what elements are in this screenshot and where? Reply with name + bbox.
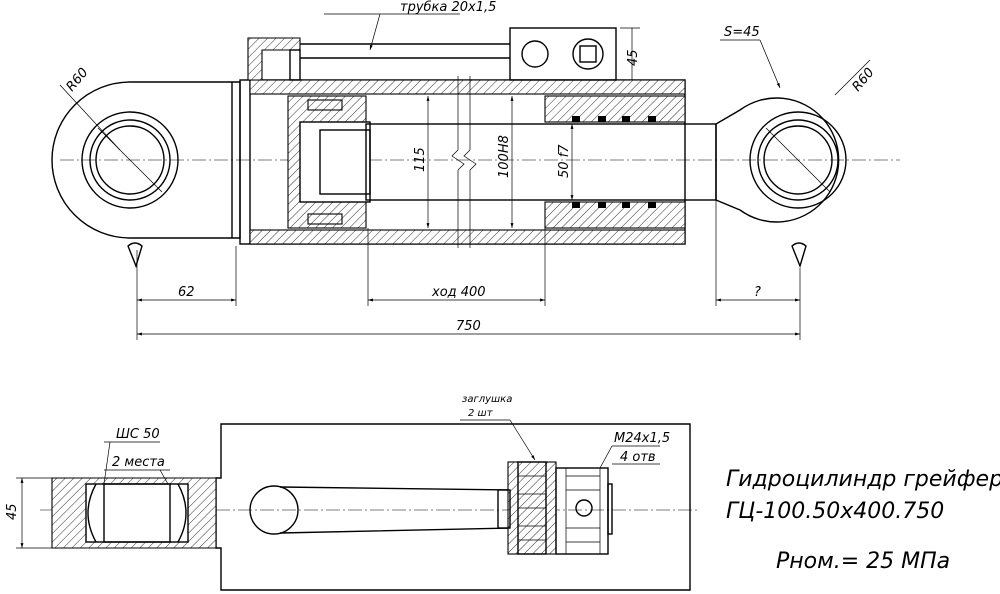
dim-50f7-label: 50 f7: [557, 144, 572, 178]
stroke-label: ход 400: [431, 285, 486, 300]
bearing-label-2: 2 места: [112, 455, 165, 470]
unknown-label: ?: [754, 285, 761, 300]
tube-label: трубка 20х1,5: [400, 0, 496, 15]
title-block: Гидроцилиндр грейфера ГЦ-100.50х400.750 …: [726, 467, 1000, 574]
right-eye: [715, 97, 847, 269]
dim-100h8-label: 100H8: [497, 135, 512, 178]
bearing-label-1: ШС 50: [116, 427, 160, 442]
title-line-2: ГЦ-100.50х400.750: [726, 499, 944, 524]
bottom-view: ШС 50 2 места заглушка 2 шт М24х1,5 4 от…: [5, 394, 700, 591]
title-line-1: Гидроцилиндр грейфера: [726, 467, 1000, 492]
plug-label-2: 2 шт: [468, 408, 494, 419]
thread-label-2: 4 отв: [620, 450, 656, 465]
pressure-label: Рном.= 25 МПа: [776, 549, 950, 574]
thread-label-1: М24х1,5: [614, 431, 670, 446]
main-view: R60 R60 трубка 20х1,5 45 S=45 115 100H8 …: [51, 0, 900, 340]
dim-62-label: 62: [178, 285, 195, 300]
dim-45-top-label: 45: [626, 49, 641, 66]
plug-label-1: заглушка: [462, 394, 512, 405]
s45-label: S=45: [724, 25, 760, 40]
cylinder-barrel: [239, 27, 717, 248]
dim-45-side-label: 45: [5, 503, 20, 520]
dim-750-label: 750: [456, 319, 481, 334]
r60-left-label: R60: [64, 65, 92, 94]
left-eye: [51, 81, 241, 269]
dimensions: [136, 13, 871, 340]
dim-115-label: 115: [413, 147, 428, 172]
r60-right-label: R60: [850, 65, 878, 94]
